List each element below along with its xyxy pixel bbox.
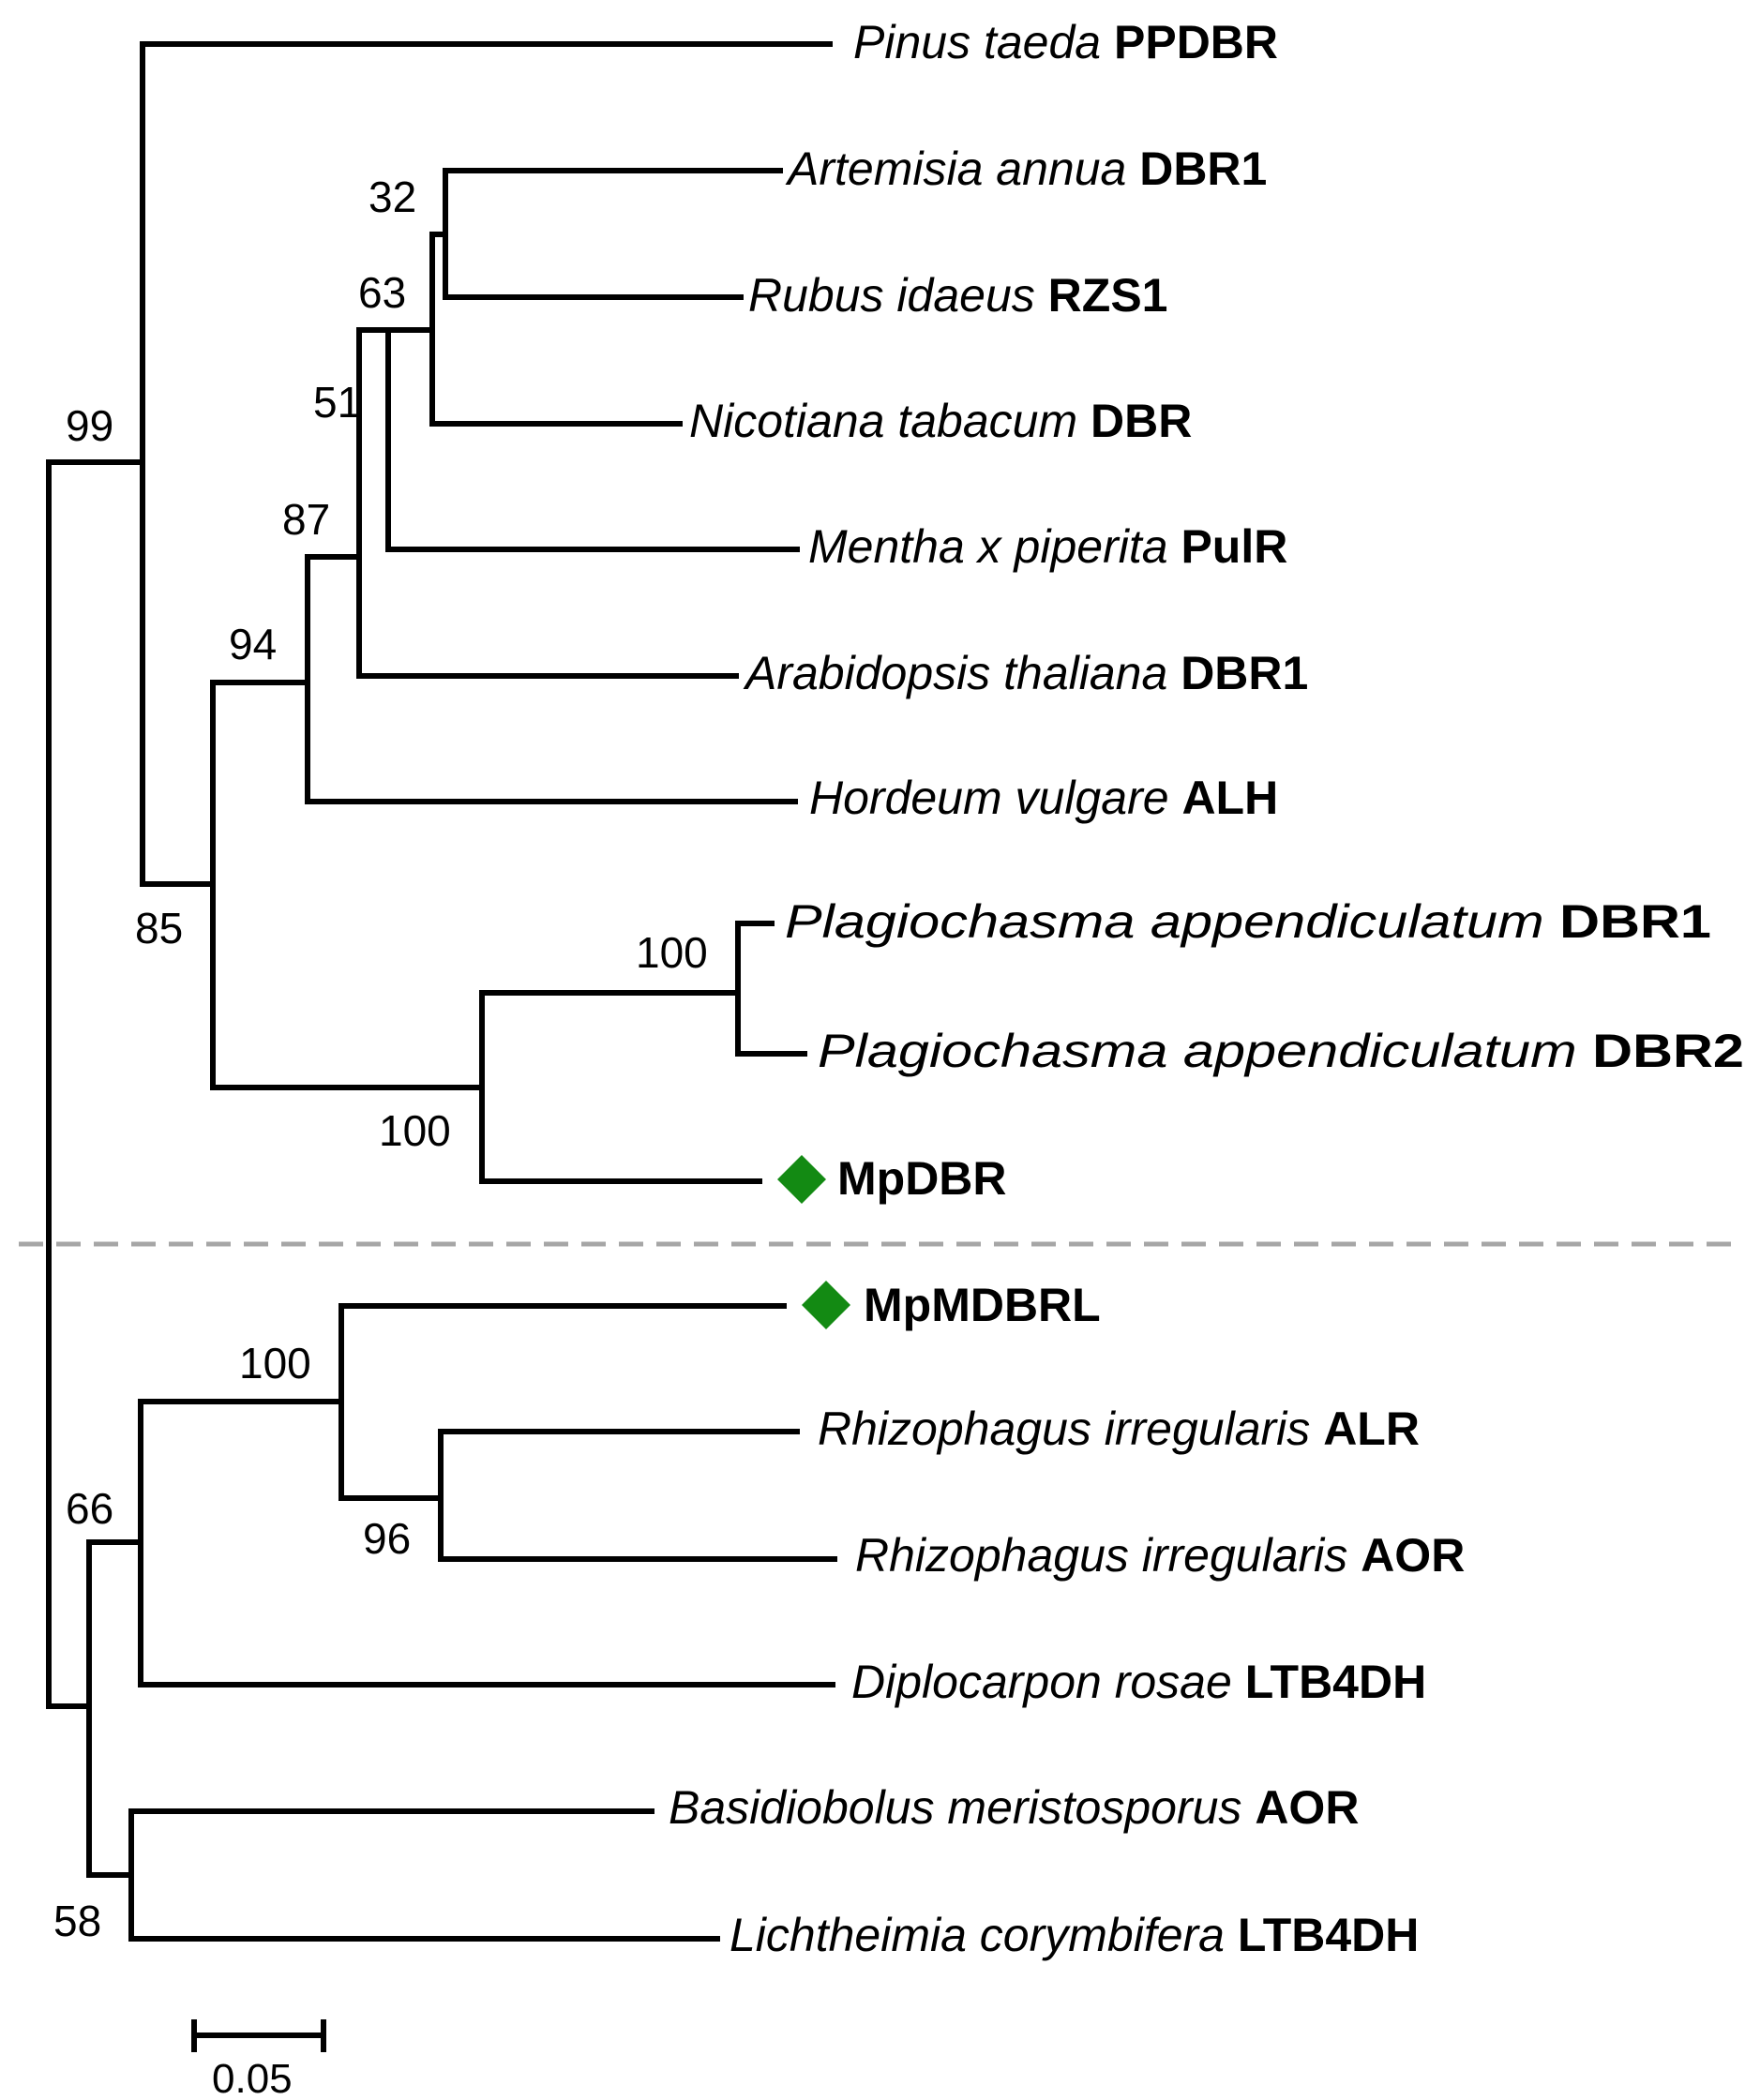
branch-node-87	[305, 327, 362, 679]
bootstrap-value: 63	[358, 268, 406, 317]
markers	[777, 1155, 850, 1329]
taxon-label: Diplocarpon rosae LTB4DH	[851, 1656, 1426, 1708]
taxon-label: Rubus idaeus RZS1	[748, 269, 1167, 322]
taxon-label: Pinus taeda PPDBR	[853, 16, 1278, 68]
bootstrap-value: 100	[379, 1106, 451, 1155]
green-diamond-icon	[802, 1281, 850, 1329]
branch-node-63	[385, 232, 435, 427]
taxon-label-mpmdbrl: MpMDBRL	[864, 1279, 1101, 1331]
taxon-label: Plagiochasma appendiculatum DBR2	[818, 1025, 1744, 1077]
scale-bar-label: 0.05	[212, 2056, 293, 2100]
bootstrap-value: 66	[66, 1484, 113, 1533]
branch-node-32	[429, 168, 448, 300]
bootstrap-value: 87	[282, 495, 330, 544]
taxon-labels: Pinus taeda PPDBR Artemisia annua DBR1 R…	[669, 16, 1744, 1961]
branch-node-51	[356, 327, 391, 552]
branch-node-58	[86, 1808, 134, 1942]
green-diamond-icon	[777, 1155, 826, 1204]
bootstrap-value: 100	[636, 928, 708, 977]
bootstrap-labels: 32 63 51 87 94 99 85 100 100 100 96 66 5…	[53, 172, 708, 1945]
taxon-label: Arabidopsis thaliana DBR1	[743, 647, 1308, 699]
bootstrap-value: 99	[66, 401, 113, 450]
taxon-label: Rhizophagus irregularis ALR	[818, 1402, 1420, 1455]
bootstrap-value: 85	[135, 904, 183, 952]
taxon-label: Mentha x piperita PulR	[808, 520, 1287, 573]
taxon-label: Plagiochasma appendiculatum DBR1	[785, 895, 1711, 948]
branch-node-66	[86, 1399, 143, 1688]
taxon-label: Artemisia annua DBR1	[785, 142, 1267, 195]
branch-upper-clade	[46, 41, 145, 887]
bootstrap-value: 58	[53, 1897, 101, 1945]
taxon-label: Nicotiana tabacum DBR	[689, 395, 1192, 447]
branch-node-85	[140, 680, 216, 1090]
branch-node-94	[210, 554, 310, 804]
branch-node-root-lower	[46, 1539, 92, 1878]
bootstrap-value: 32	[369, 172, 416, 221]
bootstrap-value: 96	[363, 1514, 411, 1563]
bootstrap-value: 94	[229, 620, 277, 668]
bootstrap-value: 100	[239, 1339, 311, 1388]
scale-bar-line	[191, 2019, 326, 2052]
taxon-label: Lichtheimia corymbifera LTB4DH	[730, 1909, 1419, 1961]
branch-node-100-liverwort	[210, 990, 485, 1184]
branch-node-96	[338, 1429, 444, 1562]
bootstrap-value: 51	[313, 378, 361, 427]
taxon-label: Hordeum vulgare ALH	[809, 772, 1278, 824]
taxon-label: Rhizophagus irregularis AOR	[855, 1529, 1465, 1582]
taxon-label-mpdbr: MpDBR	[837, 1152, 1007, 1205]
taxon-label: Basidiobolus meristosporus AOR	[669, 1781, 1359, 1834]
branch-node-100-fungal	[138, 1303, 344, 1501]
tree-branches	[46, 41, 837, 1942]
scale-bar: 0.05	[191, 2019, 326, 2100]
branch-node-100-plagiochasma	[479, 921, 741, 1057]
